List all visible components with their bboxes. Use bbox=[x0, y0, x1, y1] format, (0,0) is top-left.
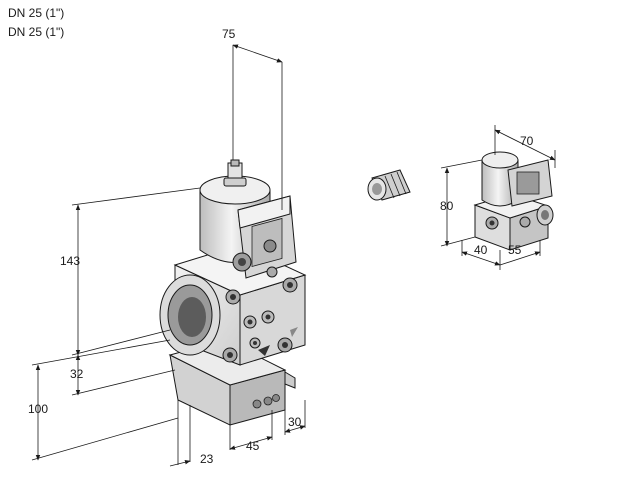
coil-assembly bbox=[473, 151, 554, 251]
dim-75: 75 bbox=[222, 27, 236, 41]
dim-45: 45 bbox=[246, 439, 260, 453]
dim-30: 30 bbox=[288, 415, 302, 429]
dim-40: 40 bbox=[474, 243, 488, 257]
dim-100: 100 bbox=[28, 402, 48, 416]
cable-gland bbox=[367, 169, 411, 201]
dim-80: 80 bbox=[440, 199, 454, 213]
dimension-lines bbox=[31, 44, 556, 467]
dim-32: 32 bbox=[70, 367, 84, 381]
dim-70: 70 bbox=[520, 134, 534, 148]
size-label-1: DN 25 (1") bbox=[8, 6, 65, 20]
valve-assembly bbox=[159, 159, 307, 426]
dim-55: 55 bbox=[508, 243, 522, 257]
dim-23: 23 bbox=[200, 452, 214, 466]
dim-143: 143 bbox=[60, 254, 80, 268]
size-label-2: DN 25 (1") bbox=[8, 25, 65, 39]
